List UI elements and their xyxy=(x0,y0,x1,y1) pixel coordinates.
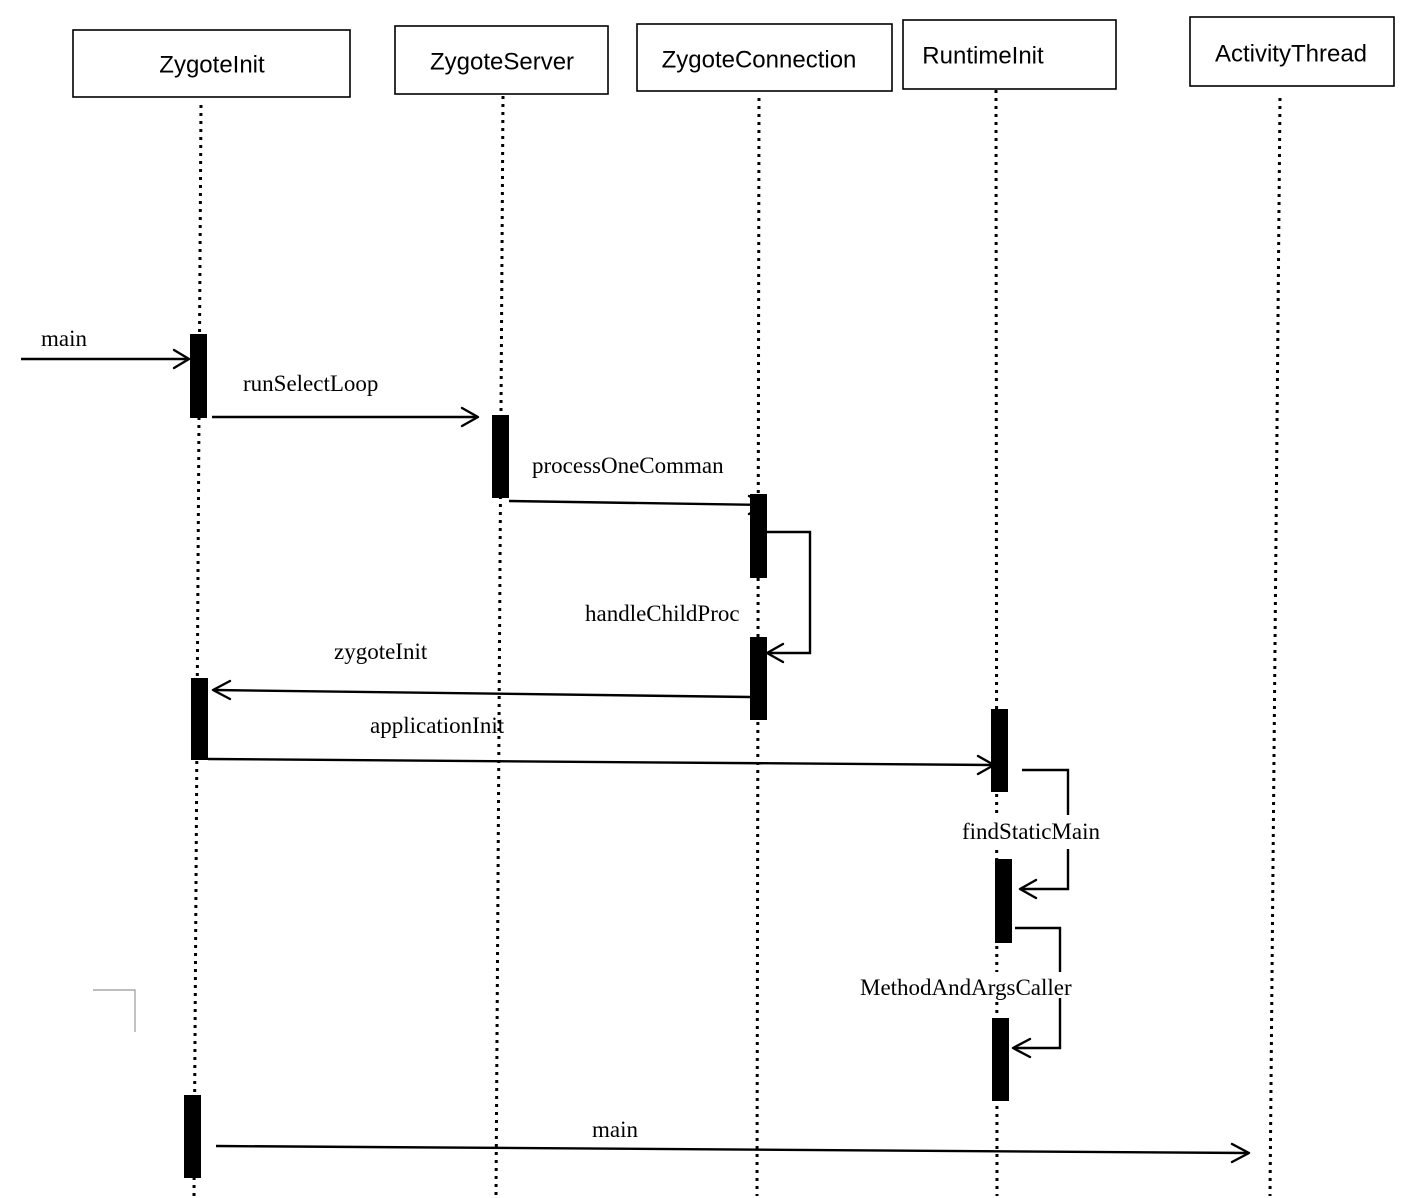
participant-zygoteserver: ZygoteServer xyxy=(394,25,609,95)
arrowhead-icon xyxy=(172,348,191,370)
participant-zygoteinit: ZygoteInit xyxy=(72,29,351,98)
message-label: findStaticMain xyxy=(962,819,1100,844)
message-runselectloop: runSelectLoop xyxy=(212,371,480,428)
message-label: zygoteInit xyxy=(334,639,428,664)
lifeline-zygoteserver xyxy=(494,95,505,1197)
activation-bar-runtimeinit-3 xyxy=(992,1018,1009,1101)
message-label: main xyxy=(41,326,87,351)
arrowhead-icon xyxy=(747,494,767,516)
message-arrow-line xyxy=(508,499,765,507)
message-findstaticmain: findStaticMain xyxy=(958,768,1118,900)
participant-label: ZygoteServer xyxy=(430,48,574,75)
activation-bar-runtimeinit-2 xyxy=(995,859,1012,943)
participant-label: RuntimeInit xyxy=(922,42,1044,69)
participant-label: ActivityThread xyxy=(1215,40,1367,67)
lifeline-runtimeinit xyxy=(994,89,999,1197)
message-arrow-line xyxy=(213,688,751,699)
message-applicationinit: applicationInit xyxy=(207,713,996,776)
activation-bar-zygoteconnection-1 xyxy=(750,494,767,578)
participant-runtimeinit: RuntimeInit xyxy=(902,19,1117,90)
message-arrow-line xyxy=(215,1144,1249,1155)
message-zygoteinit: zygoteInit xyxy=(211,639,751,701)
participant-box xyxy=(1189,16,1395,87)
participant-zygoteconnection: ZygoteConnection xyxy=(636,23,893,92)
lifelines xyxy=(192,89,1282,1197)
message-arrow-line xyxy=(767,530,812,655)
message-main-activitythread: main xyxy=(215,1117,1251,1164)
activation-bar-zygoteinit-main xyxy=(190,334,207,418)
activation-bar-zygoteconnection-2 xyxy=(750,637,767,720)
message-label: processOneComman xyxy=(532,453,724,478)
arrowhead-icon xyxy=(211,679,232,701)
participant-box xyxy=(636,23,893,92)
activation-bar-zygoteinit-3 xyxy=(184,1095,201,1178)
participant-box xyxy=(902,19,1117,90)
message-methodandargscaller: MethodAndArgsCaller xyxy=(856,926,1098,1059)
message-handlechildproc: handleChildProc xyxy=(585,530,812,664)
message-label: runSelectLoop xyxy=(243,371,378,396)
participant-label: ZygoteInit xyxy=(159,51,265,78)
participant-label: ZygoteConnection xyxy=(662,46,857,73)
lifeline-activitythread xyxy=(1268,97,1282,1197)
message-label: handleChildProc xyxy=(585,601,740,626)
message-label: MethodAndArgsCaller xyxy=(860,975,1072,1000)
message-label-backdrop xyxy=(856,972,1098,998)
message-label: main xyxy=(592,1117,638,1142)
activation-bar-zygoteinit-2 xyxy=(191,678,208,760)
arrowhead-icon xyxy=(1018,878,1038,900)
arrowhead-icon xyxy=(460,406,480,428)
message-arrow-line xyxy=(207,757,994,767)
participant-activitythread: ActivityThread xyxy=(1189,16,1395,87)
message-processonecomman: processOneComman xyxy=(508,453,767,516)
message-main-entry: main xyxy=(21,326,191,370)
arrowhead-icon xyxy=(765,642,785,664)
message-label: applicationInit xyxy=(370,713,505,738)
participant-box xyxy=(72,29,351,98)
arrowhead-icon xyxy=(1011,1037,1032,1059)
lifeline-zygoteinit xyxy=(192,104,203,1197)
arrowhead-icon xyxy=(976,754,996,776)
participant-box xyxy=(394,25,609,95)
activations xyxy=(184,334,1012,1178)
activation-bar-runtimeinit-1 xyxy=(991,709,1008,792)
crop-mark xyxy=(93,989,136,1032)
arrowhead-icon xyxy=(1230,1142,1251,1164)
message-label-backdrop xyxy=(958,815,1118,849)
activation-bar-zygoteserver xyxy=(492,415,509,498)
participants: ZygoteInit ZygoteServer ZygoteConnection… xyxy=(72,16,1395,98)
messages: main runSelectLoop processOneComman hand… xyxy=(21,326,1251,1164)
